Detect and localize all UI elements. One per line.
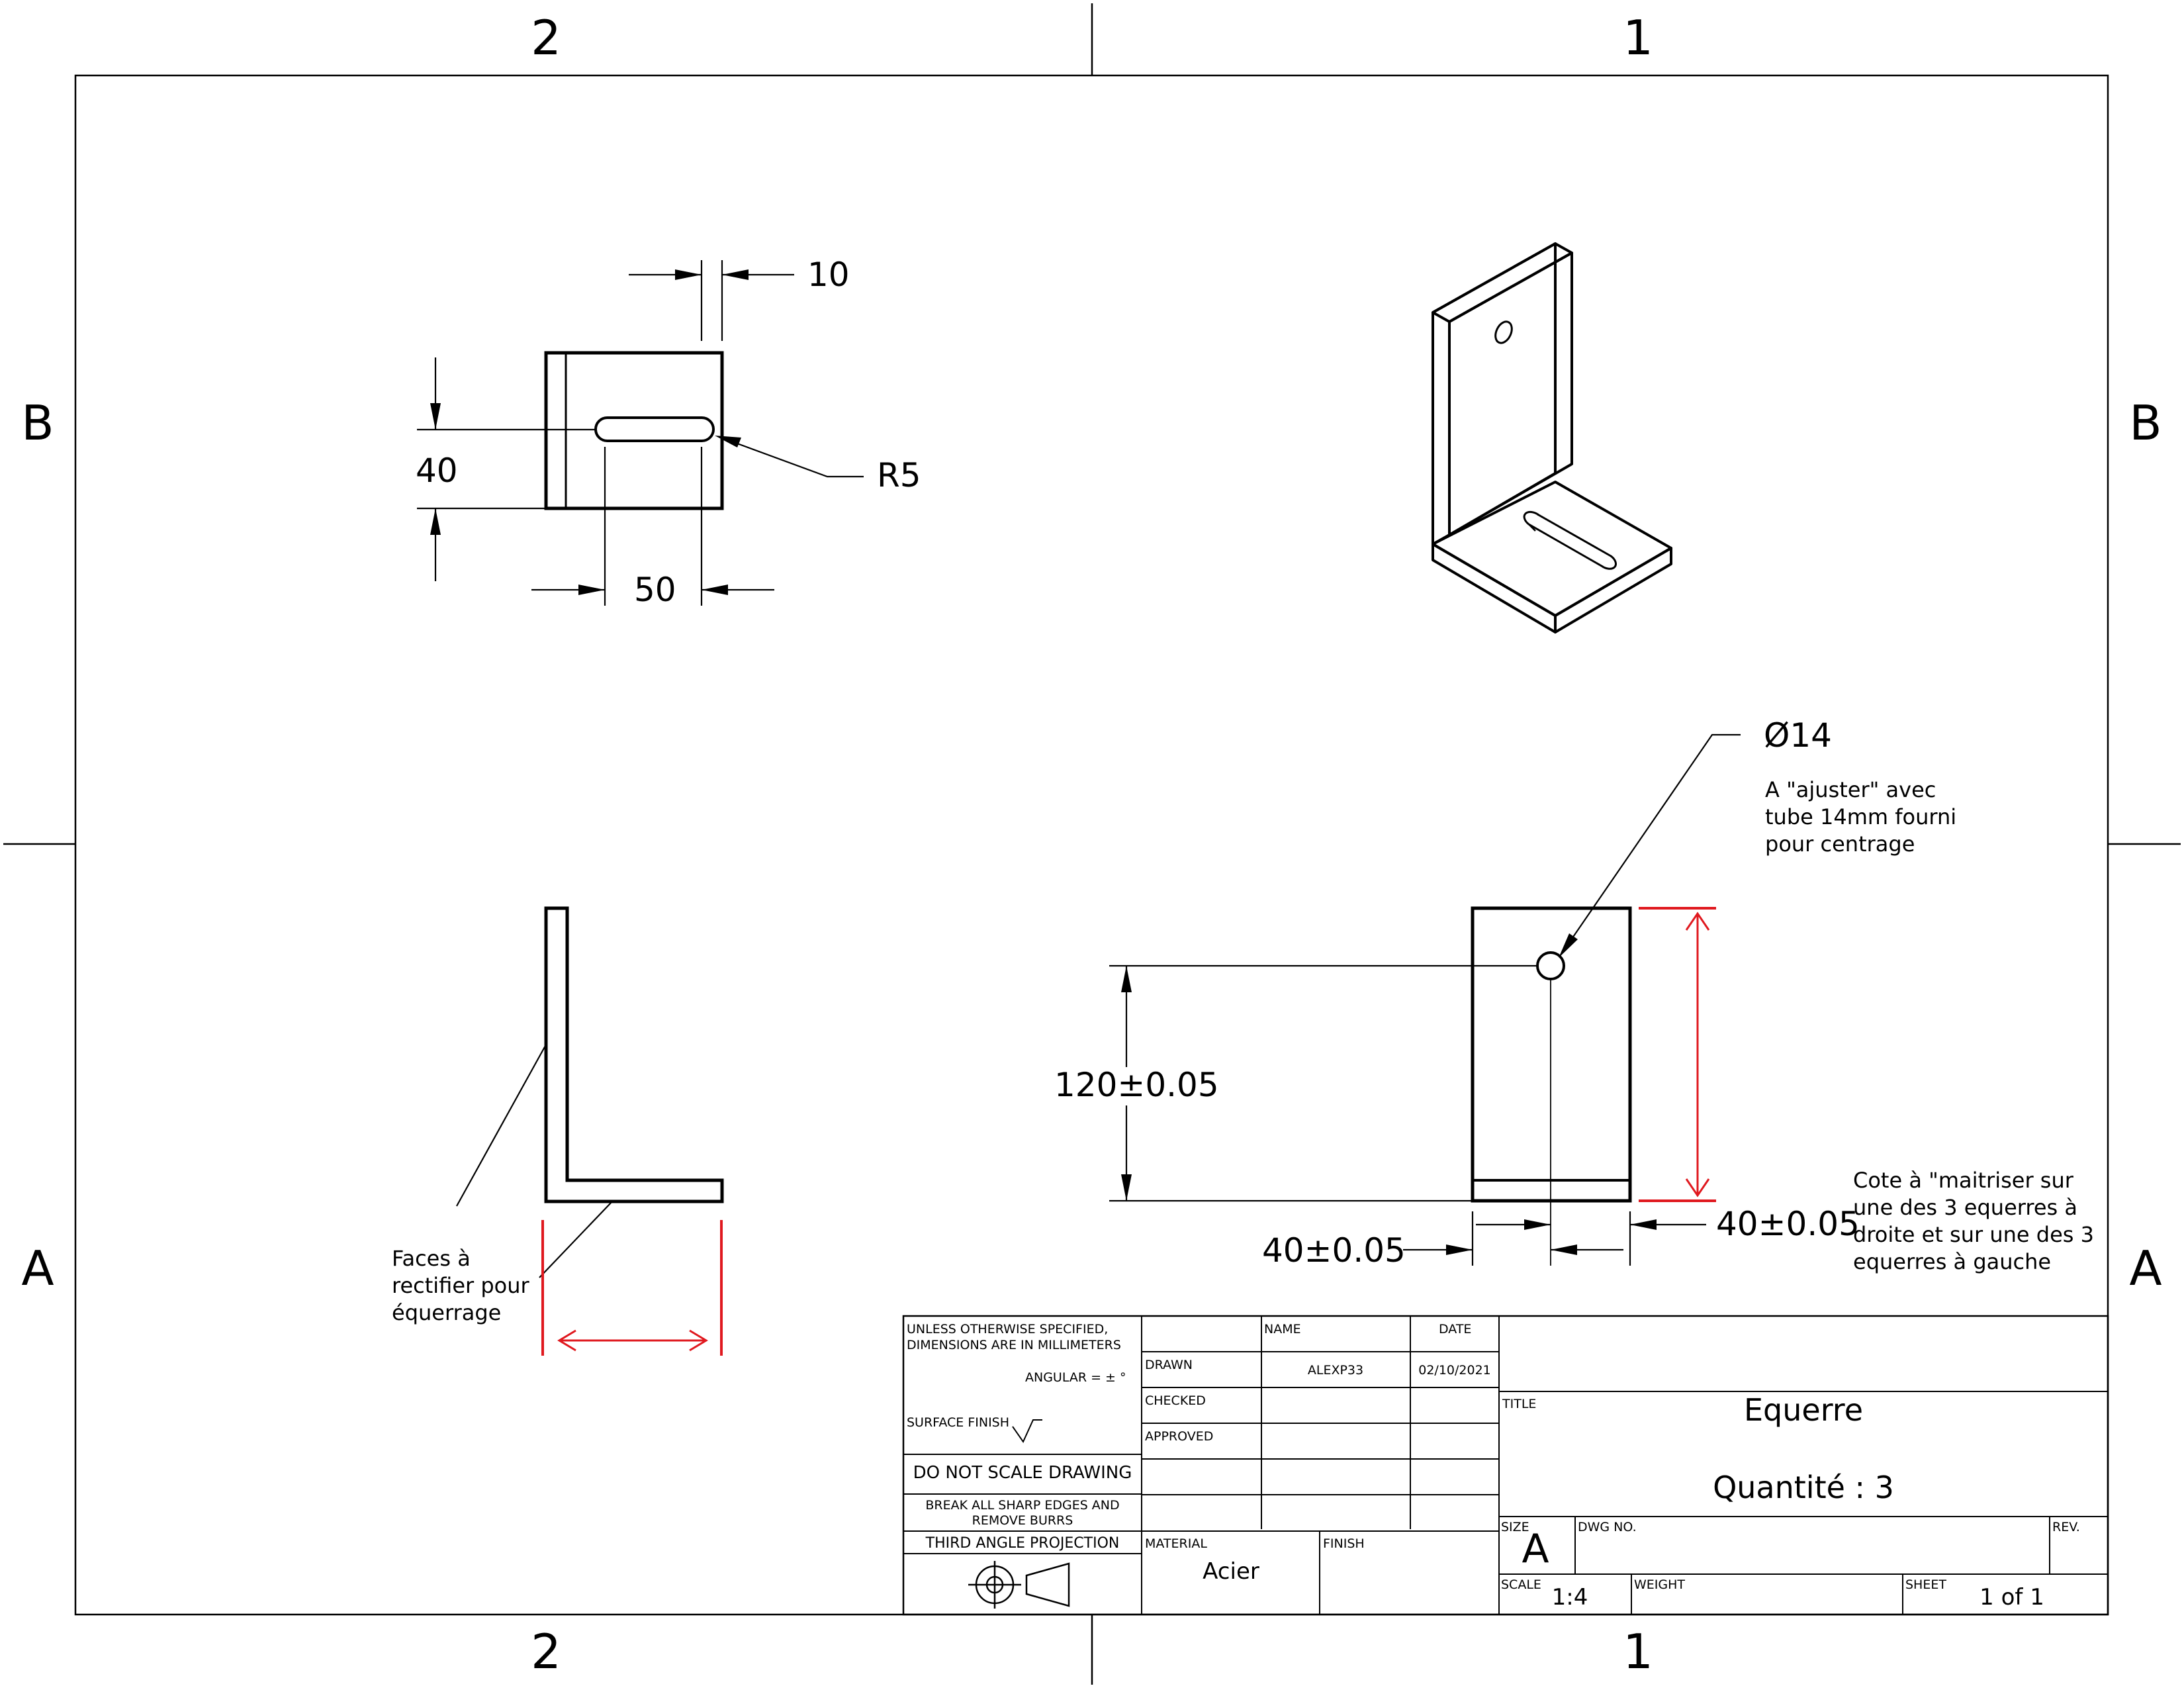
cote-note: Cote à "maitriser sur une des 3 equerres…: [1853, 1168, 2094, 1274]
cote-note-line-2: une des 3 equerres à: [1853, 1195, 2077, 1220]
tb-scale-value: 1:4: [1552, 1584, 1588, 1611]
tb-projection: THIRD ANGLE PROJECTION: [925, 1535, 1120, 1552]
surface-finish-symbol: [1012, 1419, 1042, 1444]
side-view: [544, 906, 724, 1203]
tb-break-edges-1: BREAK ALL SHARP EDGES AND: [925, 1498, 1119, 1513]
dim-hole-offset-40: 40±0.05: [1262, 1231, 1406, 1270]
zone-row-top-left: B: [21, 395, 54, 451]
faces-note-line-3: équerrage: [392, 1300, 501, 1325]
side-view-annotations: [456, 1044, 723, 1356]
zone-row-bottom-left: A: [21, 1241, 54, 1296]
zone-col-right-top: 1: [1623, 10, 1653, 66]
tb-rev-label: REV.: [2052, 1520, 2080, 1534]
tb-sheet-value: 1 of 1: [1979, 1584, 2044, 1611]
top-view: [544, 351, 724, 510]
top-view-dim-labels: 10 40 50 R5: [416, 256, 921, 609]
zone-row-top-right: B: [2129, 395, 2161, 451]
tb-drawn-label: DRAWN: [1145, 1358, 1193, 1372]
hole-note-line-3: pour centrage: [1765, 831, 1915, 857]
faces-note: Faces à rectifier pour équerrage: [392, 1246, 530, 1325]
zone-row-bottom-right: A: [2129, 1241, 2161, 1296]
tb-drawn-date: 02/10/2021: [1418, 1363, 1491, 1378]
hole-note-line-2: tube 14mm fourni: [1765, 804, 1956, 829]
tb-break-edges-2: REMOVE BURRS: [972, 1513, 1073, 1528]
front-view-dim-labels: Ø14 120±0.05 40±0.05 40±0.05: [1054, 716, 1860, 1270]
title-block-text: UNLESS OTHERWISE SPECIFIED, DIMENSIONS A…: [907, 1322, 2080, 1611]
dim-slot-length-50: 50: [634, 571, 676, 609]
iso-slot: [1523, 510, 1617, 570]
tb-col-name: NAME: [1264, 1322, 1301, 1336]
tb-finish-label: FINISH: [1323, 1536, 1365, 1551]
front-view-dims: [1109, 733, 1741, 1266]
cote-note-line-4: equerres à gauche: [1853, 1249, 2051, 1274]
zone-labels: 2 1 2 1 B B A A: [21, 10, 2161, 1679]
tb-do-not-scale: DO NOT SCALE DRAWING: [913, 1463, 1132, 1483]
faces-note-line-1: Faces à: [392, 1246, 471, 1271]
zone-col-left-bottom: 2: [531, 1624, 561, 1679]
hole-note: A "ajuster" avec tube 14mm fourni pour c…: [1765, 777, 1956, 857]
zone-col-left-top: 2: [531, 10, 561, 66]
hole-note-line-1: A "ajuster" avec: [1765, 777, 1936, 802]
tb-col-date: DATE: [1439, 1322, 1471, 1336]
top-view-dims: [417, 260, 864, 606]
tb-scale-label: SCALE: [1501, 1577, 1541, 1592]
tb-material-value: Acier: [1203, 1558, 1259, 1585]
tb-checked-label: CHECKED: [1145, 1393, 1206, 1408]
tb-sheet-label: SHEET: [1905, 1577, 1946, 1592]
tb-material-label: MATERIAL: [1145, 1536, 1207, 1551]
tb-surface-finish: SURFACE FINISH: [907, 1415, 1009, 1430]
dim-hole-diameter: Ø14: [1764, 716, 1832, 755]
projection-symbol: [968, 1561, 1070, 1609]
front-view: [1471, 906, 1632, 1266]
zone-col-right-bottom: 1: [1623, 1624, 1653, 1679]
dim-height-40: 40: [416, 451, 458, 490]
dim-width-10: 10: [807, 256, 850, 294]
tb-size-label: SIZE: [1501, 1520, 1529, 1534]
tb-size-value: A: [1522, 1526, 1549, 1572]
front-view-red-dim: [1639, 907, 1716, 1202]
tb-general-note-2: DIMENSIONS ARE IN MILLIMETERS: [907, 1338, 1121, 1352]
cote-note-line-3: droite et sur une des 3: [1853, 1222, 2094, 1247]
tb-approved-label: APPROVED: [1145, 1429, 1213, 1444]
isometric-view: [1432, 242, 1672, 633]
dim-height-120: 120±0.05: [1054, 1066, 1219, 1104]
tb-general-note-1: UNLESS OTHERWISE SPECIFIED,: [907, 1322, 1108, 1336]
tb-title-value: Equerre: [1744, 1392, 1863, 1428]
dim-slot-radius-r5: R5: [877, 456, 921, 494]
tb-title-label: TITLE: [1502, 1397, 1536, 1411]
dim-width-40: 40±0.05: [1716, 1205, 1860, 1243]
tb-quantity: Quantité : 3: [1713, 1470, 1894, 1505]
cote-note-line-1: Cote à "maitriser sur: [1853, 1168, 2074, 1193]
tb-angular: ANGULAR = ± °: [1025, 1370, 1126, 1385]
tb-weight-label: WEIGHT: [1634, 1577, 1685, 1592]
title-block: [902, 1315, 2109, 1616]
iso-hole: [1494, 320, 1513, 344]
faces-note-line-2: rectifier pour: [392, 1273, 530, 1298]
tb-dwg-label: DWG NO.: [1578, 1520, 1637, 1534]
slot-shape: [594, 416, 715, 442]
tb-drawn-name: ALEXP33: [1308, 1363, 1363, 1378]
